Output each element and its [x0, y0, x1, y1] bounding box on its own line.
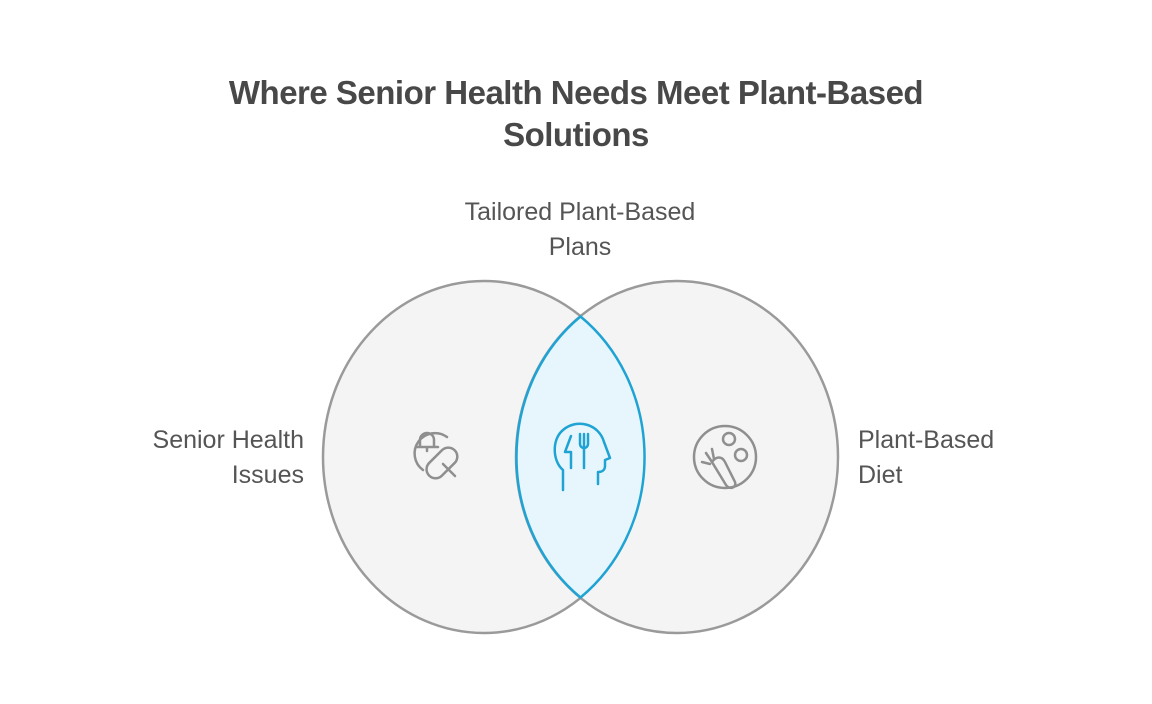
intersection-fill — [516, 281, 645, 633]
set-label-line1: Plant-Based — [858, 426, 995, 454]
intersection-outline — [515, 314, 646, 600]
set-label-line2: Issues — [231, 461, 304, 489]
carrot-vegetables-icon — [692, 424, 758, 490]
set-label-senior-health: Senior Health Issues — [104, 423, 304, 493]
set-label-line1: Senior Health — [152, 426, 304, 454]
set-label-plant-based-diet: Plant-Based Diet — [858, 423, 1058, 493]
intersection-label-line2: Plans — [548, 233, 612, 261]
head-fork-icon — [553, 422, 612, 492]
diagram-title: Where Senior Health Needs Meet Plant-Bas… — [228, 74, 924, 153]
bell-pill-icon — [413, 431, 459, 480]
set-label-line2: Diet — [858, 461, 903, 489]
intersection-label: Tailored Plant-Based Plans — [430, 195, 730, 265]
intersection-label-line1: Tailored Plant-Based — [464, 198, 696, 226]
